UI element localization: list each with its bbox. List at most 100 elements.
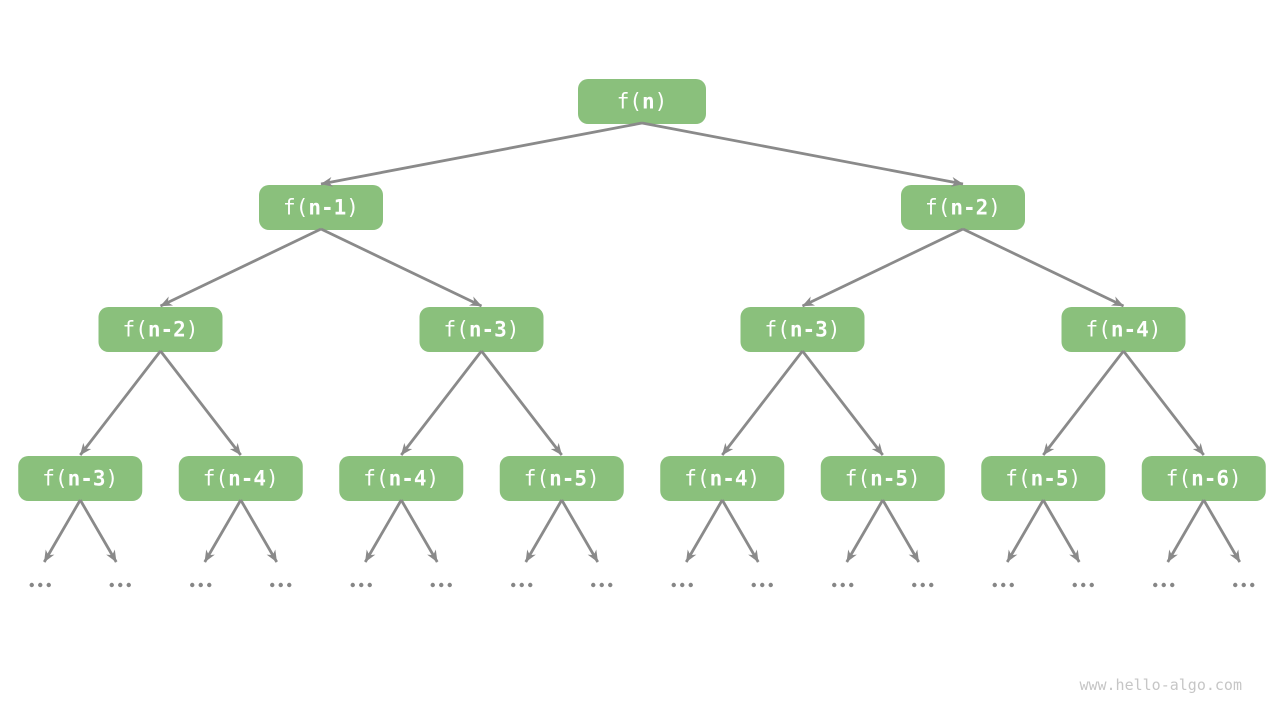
ellipsis-dot — [447, 582, 452, 588]
edge-arrow — [1006, 499, 1045, 563]
ellipsis — [109, 582, 131, 588]
ellipsis-dot — [671, 582, 676, 588]
tree-node-label: f(n-3) — [42, 467, 118, 491]
ellipsis — [671, 582, 693, 588]
ellipsis-dot — [832, 582, 837, 588]
ellipsis-dot — [287, 582, 292, 588]
tree-node-box — [18, 456, 143, 501]
tree-node-box — [1141, 456, 1266, 501]
tree-node-L3-5: f(n-5) — [820, 456, 945, 501]
ellipsis — [751, 582, 773, 588]
ellipsis-dot — [1072, 582, 1077, 588]
tree-node-box — [740, 307, 865, 352]
ellipsis — [270, 582, 292, 588]
tree-node-L2-0: f(n-2) — [98, 307, 223, 352]
ellipsis-dot — [591, 582, 596, 588]
edge-arrow — [159, 227, 322, 308]
edge-arrow — [364, 499, 403, 563]
ellipsis — [1153, 582, 1175, 588]
ellipsis — [350, 582, 372, 588]
edge-arrow — [1166, 499, 1205, 563]
edge-arrow — [1122, 350, 1205, 456]
tree-node-label: f(n-3) — [765, 318, 841, 342]
ellipsis-dot — [46, 582, 51, 588]
tree-node-label: f(n-4) — [684, 467, 760, 491]
ellipsis-dot — [439, 582, 444, 588]
ellipsis-dot — [840, 582, 845, 588]
ellipsis — [1233, 582, 1255, 588]
tree-node-L1-1: f(n-2) — [901, 185, 1025, 230]
ellipsis-dot — [1001, 582, 1006, 588]
tree-node-label: f(n-1) — [283, 196, 359, 220]
ellipsis-dot — [38, 582, 43, 588]
edge-arrow — [79, 499, 118, 563]
tree-node-label: f(n-4) — [363, 467, 439, 491]
ellipsis-dot — [599, 582, 604, 588]
ellipsis-dot — [29, 582, 34, 588]
edge-arrow — [962, 227, 1125, 308]
edge-arrow — [1202, 499, 1241, 563]
ellipsis-dot — [912, 582, 917, 588]
tree-leaf-ellipses — [29, 582, 1255, 588]
tree-node-L3-6: f(n-5) — [981, 456, 1106, 501]
tree-node-box — [1061, 307, 1186, 352]
edge-arrow — [801, 227, 964, 308]
ellipsis-dot — [278, 582, 283, 588]
ellipsis-dot — [1241, 582, 1246, 588]
tree-node-L3-0: f(n-3) — [18, 456, 143, 501]
ellipsis-dot — [1170, 582, 1175, 588]
tree-node-label: f(n-5) — [845, 467, 921, 491]
tree-node-box — [578, 79, 706, 124]
watermark: www.hello-algo.com — [1079, 676, 1242, 694]
ellipsis-dot — [1009, 582, 1014, 588]
ellipsis-dot — [126, 582, 131, 588]
edge-arrow — [641, 121, 964, 187]
ellipsis-dot — [849, 582, 854, 588]
ellipsis — [992, 582, 1014, 588]
tree-node-label: f(n) — [617, 90, 668, 114]
tree-node-L1-0: f(n-1) — [259, 185, 383, 230]
ellipsis-dot — [367, 582, 372, 588]
ellipsis-dot — [1153, 582, 1158, 588]
ellipsis-dot — [528, 582, 533, 588]
edge-arrow — [320, 121, 643, 187]
edge-arrow — [721, 499, 760, 563]
ellipsis-dot — [1250, 582, 1255, 588]
edge-arrow — [43, 499, 82, 563]
ellipsis-dot — [992, 582, 997, 588]
ellipsis-dot — [190, 582, 195, 588]
tree-node-box — [981, 456, 1106, 501]
ellipsis-dot — [680, 582, 685, 588]
ellipsis-dot — [207, 582, 212, 588]
tree-node-L2-1: f(n-3) — [419, 307, 544, 352]
tree-node-box — [820, 456, 945, 501]
tree-node-L3-1: f(n-4) — [178, 456, 303, 501]
tree-node-label: f(n-4) — [203, 467, 279, 491]
tree-node-box — [178, 456, 303, 501]
ellipsis — [591, 582, 613, 588]
edge-arrow — [480, 350, 563, 456]
ellipsis-dot — [920, 582, 925, 588]
edge-arrow — [79, 350, 162, 456]
ellipsis-dot — [430, 582, 435, 588]
tree-node-label: f(n-3) — [444, 318, 520, 342]
ellipsis-dot — [198, 582, 203, 588]
tree-node-L0-0: f(n) — [578, 79, 706, 124]
ellipsis-dot — [1081, 582, 1086, 588]
ellipsis — [29, 582, 51, 588]
ellipsis-dot — [688, 582, 693, 588]
tree-edges — [43, 121, 1241, 563]
tree-node-L3-2: f(n-4) — [339, 456, 464, 501]
tree-node-L3-4: f(n-4) — [660, 456, 785, 501]
tree-node-L3-3: f(n-5) — [499, 456, 624, 501]
edge-arrow — [239, 499, 278, 563]
edge-arrow — [400, 499, 439, 563]
edge-arrow — [721, 350, 804, 456]
ellipsis-dot — [608, 582, 613, 588]
tree-node-L2-2: f(n-3) — [740, 307, 865, 352]
ellipsis-dot — [350, 582, 355, 588]
tree-node-label: f(n-2) — [925, 196, 1001, 220]
ellipsis-dot — [1089, 582, 1094, 588]
edge-arrow — [1042, 350, 1125, 456]
